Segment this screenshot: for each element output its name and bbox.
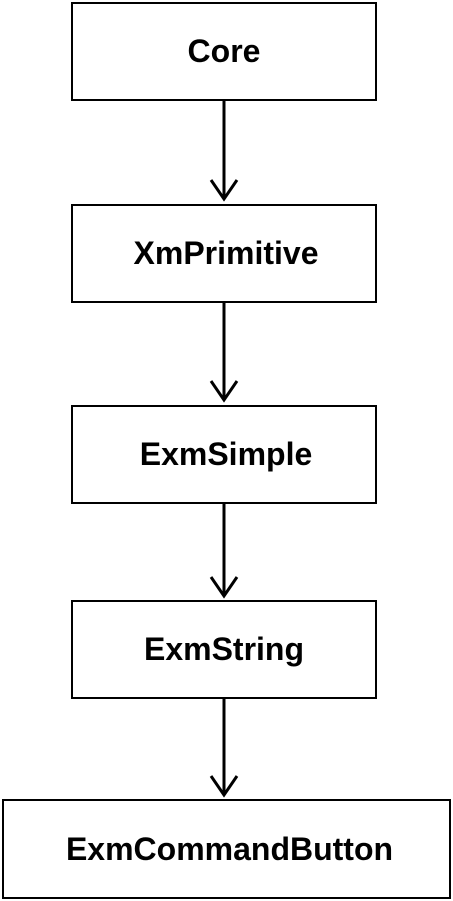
edge-exmsimple-to-exmstring: [209, 504, 239, 599]
node-label-exmcommandbutton: ExmCommandButton: [65, 830, 394, 867]
edge-core-to-xmprimitive: [209, 101, 239, 202]
node-exmcommandbutton: ExmCommandButton: [2, 799, 451, 899]
edge-exmstring-to-exmcommandbutton: [209, 699, 239, 798]
node-label-xmprimitive: XmPrimitive: [133, 235, 319, 271]
node-label-exmstring: ExmString: [143, 631, 305, 667]
node-xmprimitive: XmPrimitive: [71, 204, 377, 303]
node-exmsimple: ExmSimple: [71, 405, 377, 504]
node-exmstring: ExmString: [71, 600, 377, 699]
node-label-exmsimple: ExmSimple: [139, 436, 313, 472]
node-core: Core: [71, 2, 377, 101]
edge-xmprimitive-to-exmsimple: [209, 303, 239, 403]
node-label-core: Core: [187, 33, 261, 69]
